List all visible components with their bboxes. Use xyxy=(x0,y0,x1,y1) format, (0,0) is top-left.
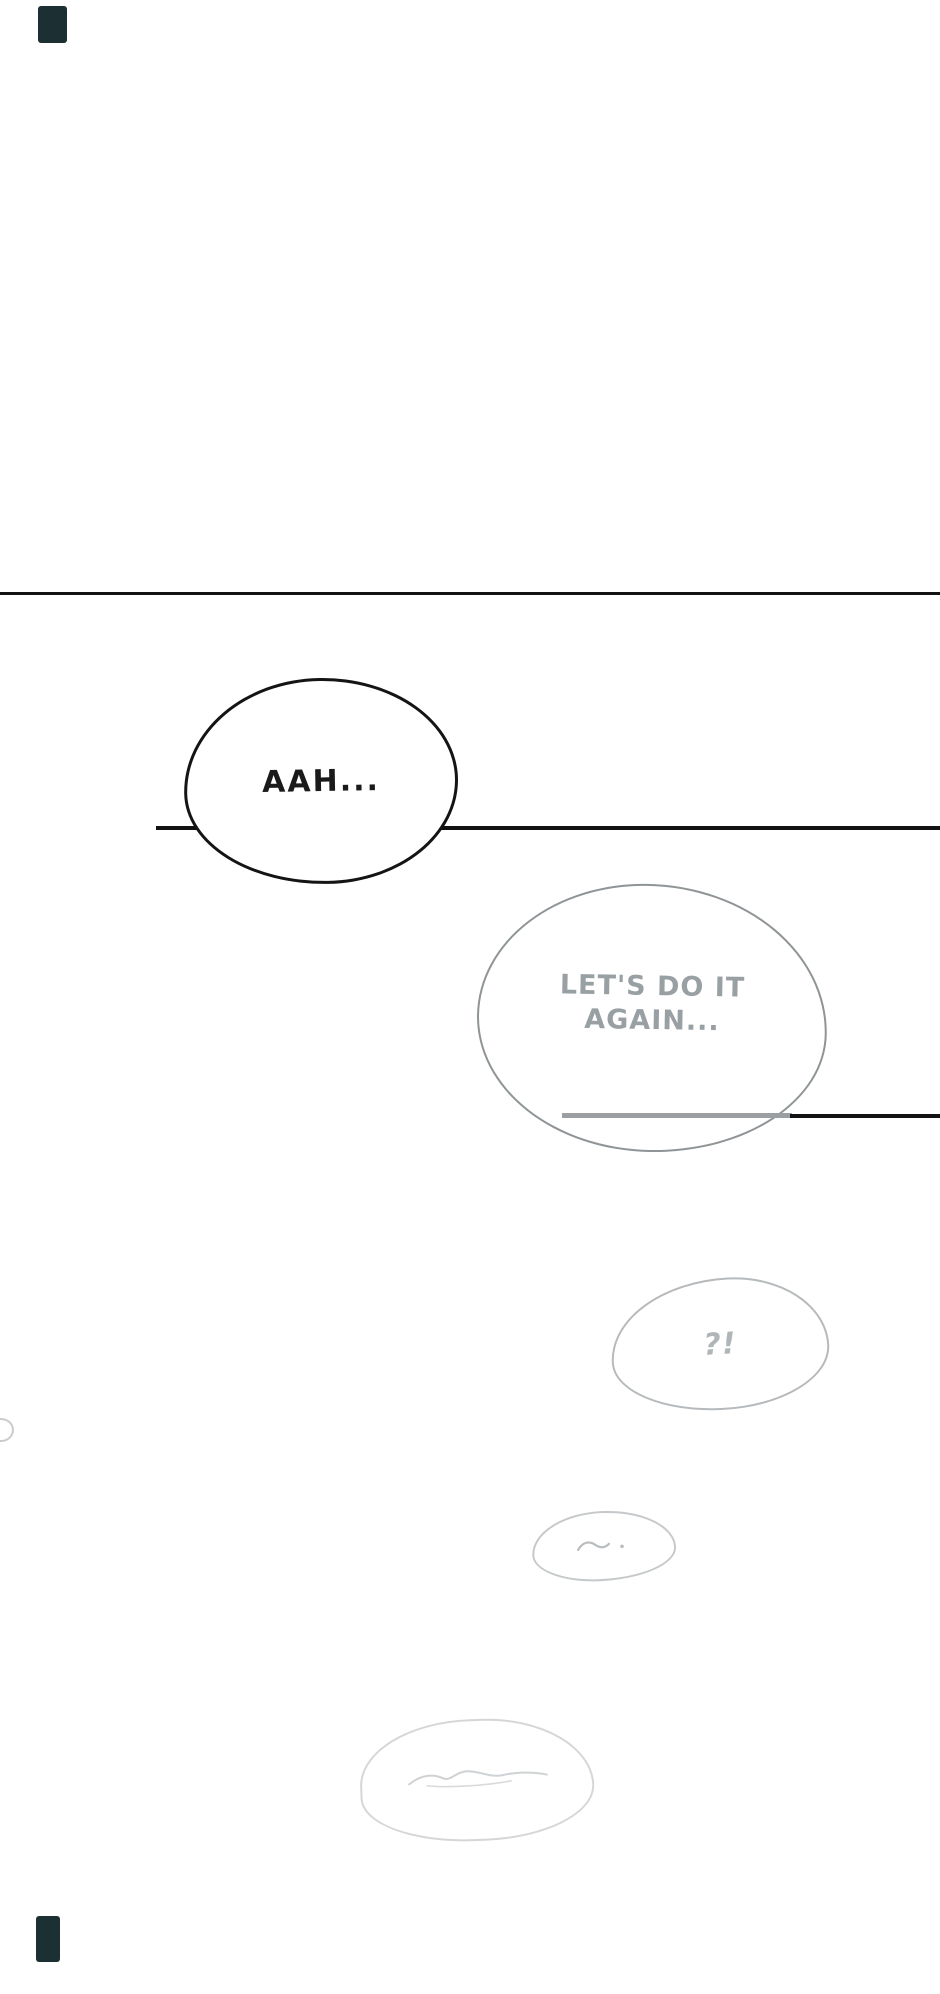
speech-bubble-mumble-small xyxy=(530,1508,678,1584)
panel-divider-line xyxy=(0,592,940,595)
horizontal-artwork-line-gray xyxy=(562,1113,792,1118)
left-edge-arc-mark xyxy=(0,1418,14,1442)
speech-bubble-aah: AAH... xyxy=(182,675,460,887)
speech-text-aah: AAH... xyxy=(261,762,381,800)
cropped-panel-fragment-bottom xyxy=(36,1916,60,1962)
horizontal-artwork-line-upper xyxy=(156,826,940,830)
long-scribble-icon xyxy=(408,1770,548,1788)
short-scribble-icon xyxy=(577,1541,624,1552)
horizontal-artwork-line-lower xyxy=(790,1114,940,1118)
speech-bubble-mumble-large xyxy=(357,1714,597,1846)
speech-text-interrobang: ?! xyxy=(702,1325,738,1363)
speech-text-lets-do-it: LET'S DO IT AGAIN... xyxy=(559,969,746,1038)
speech-bubble-interrobang: ?! xyxy=(607,1272,833,1416)
cropped-panel-fragment-top xyxy=(38,6,67,43)
